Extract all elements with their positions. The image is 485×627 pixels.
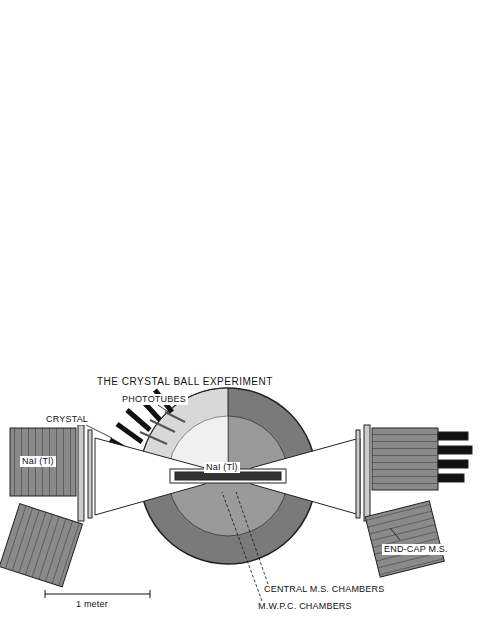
leader-lines: [86, 405, 400, 601]
material-label: NaI (Tl): [20, 456, 56, 467]
scale-label: 1 meter: [74, 599, 110, 610]
end-cap-left: [0, 428, 83, 587]
part-label: CRYSTAL: [44, 414, 90, 425]
tunnel: [95, 438, 360, 515]
title: THE CRYSTAL BALL EXPERIMENT: [97, 376, 273, 388]
scale-bar: [45, 590, 150, 598]
material-label: NaI (Tl): [204, 462, 240, 473]
part-label: END-CAP M.S.: [382, 544, 450, 555]
part-label: PHOTOTUBES: [120, 394, 188, 405]
part-label: CENTRAL M.S. CHAMBERS: [262, 584, 386, 595]
end-cap-right: [365, 428, 472, 577]
part-label: M.W.P.C. CHAMBERS: [256, 601, 354, 612]
flanges: [78, 425, 370, 521]
